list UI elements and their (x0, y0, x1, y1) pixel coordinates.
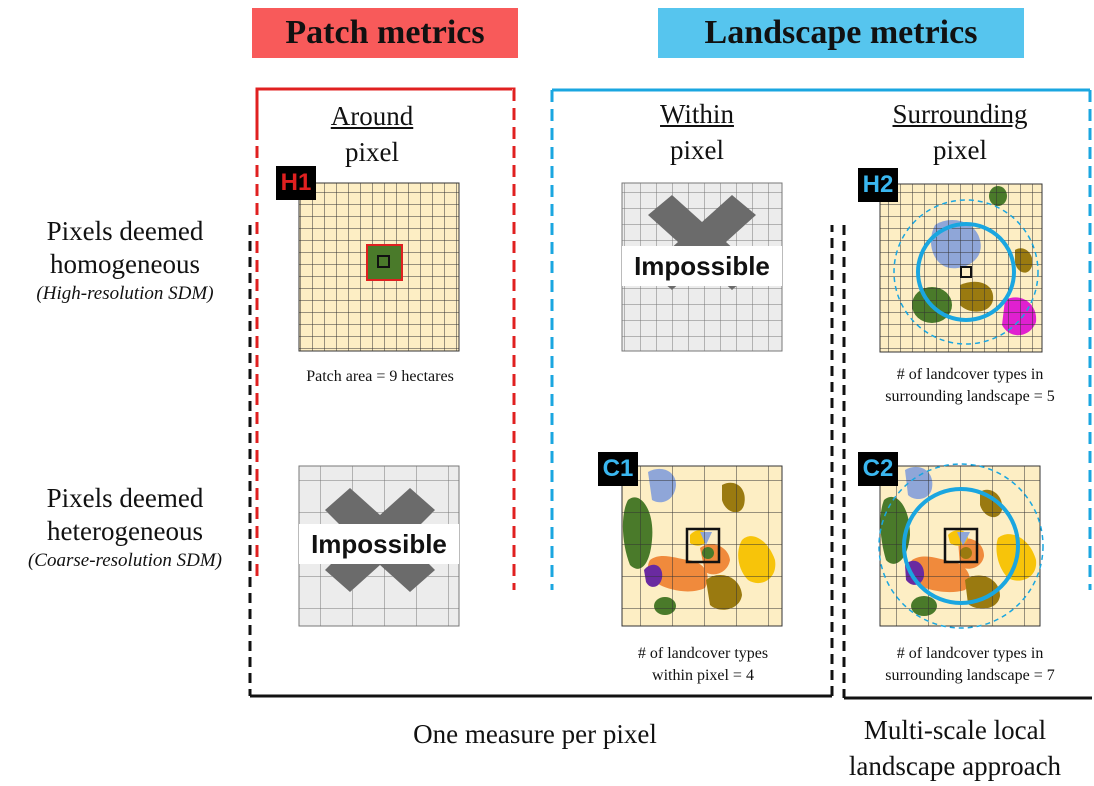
column-surrounding: Surrounding pixel (872, 96, 1048, 168)
row-homogeneous-line1: Pixels deemed (46, 216, 204, 246)
c1-caption-line2: within pixel = 4 (652, 667, 754, 684)
row-heterogeneous: Pixels deemed heterogeneous (Coarse-reso… (0, 482, 250, 574)
h1-caption: Patch area = 9 hectares (306, 368, 454, 385)
column-around: Around pixel (297, 98, 447, 170)
c1-caption: # of landcover types within pixel = 4 (592, 643, 814, 687)
row-homogeneous: Pixels deemed homogeneous (High-resoluti… (0, 215, 250, 307)
patch-impossible-label: Impossible (299, 524, 459, 564)
multi-scale-label: Multi-scale local landscape approach (820, 712, 1090, 784)
row-homogeneous-sub: (High-resolution SDM) (36, 283, 214, 304)
landscape-frame (550, 88, 1092, 590)
landscape-metrics-header: Landscape metrics (658, 8, 1024, 58)
c2-caption: # of landcover types in surrounding land… (852, 643, 1088, 687)
column-surrounding-sub: pixel (933, 135, 987, 165)
one-measure-bracket (248, 225, 834, 698)
multi-scale-line1: Multi-scale local (863, 715, 1047, 745)
h2-caption-line2: surrounding landscape = 5 (885, 388, 1055, 405)
h1-grid (298, 182, 460, 352)
row-homogeneous-line2: homogeneous (50, 249, 200, 279)
h2-caption: # of landcover types in surrounding land… (852, 364, 1088, 408)
one-measure-label: One measure per pixel (413, 719, 657, 749)
column-within-title: Within (660, 99, 734, 129)
h2-caption-line1: # of landcover types in (896, 366, 1044, 383)
c1-tag: C1 (598, 452, 638, 486)
c2-tag: C2 (858, 452, 898, 486)
column-within: Within pixel (622, 96, 772, 168)
c1-grid (621, 465, 783, 627)
h1-tag: H1 (276, 166, 316, 200)
c2-caption-line1: # of landcover types in (896, 645, 1044, 662)
column-around-sub: pixel (345, 137, 399, 167)
h2-tag: H2 (858, 168, 898, 202)
patch-frame (255, 87, 516, 590)
column-surrounding-title: Surrounding (892, 99, 1028, 129)
patch-metrics-header: Patch metrics (252, 8, 518, 58)
multi-scale-line2: landscape approach (848, 751, 1062, 781)
h2-grid (879, 183, 1043, 353)
c2-grid (878, 463, 1044, 629)
row-heterogeneous-line2: heterogeneous (47, 516, 203, 546)
column-within-sub: pixel (670, 135, 724, 165)
c1-caption-line1: # of landcover types (637, 645, 769, 662)
within-impossible-label: Impossible (622, 246, 782, 286)
row-heterogeneous-line1: Pixels deemed (46, 483, 204, 513)
column-around-title: Around (330, 101, 414, 131)
row-heterogeneous-sub: (Coarse-resolution SDM) (27, 550, 223, 571)
multi-scale-bracket (842, 225, 1092, 700)
c2-caption-line2: surrounding landscape = 7 (885, 667, 1055, 684)
